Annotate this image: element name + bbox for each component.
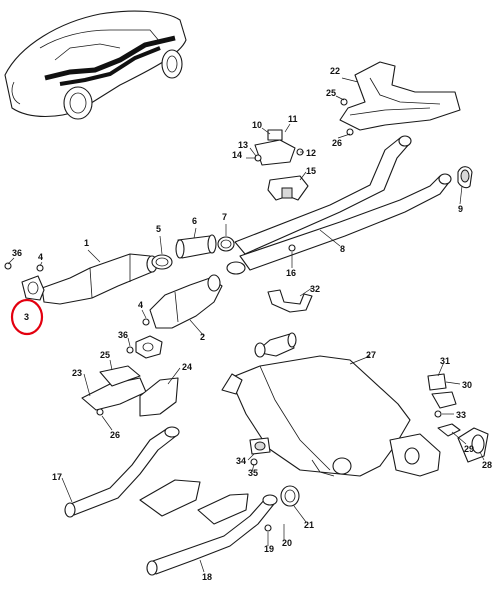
callout-27[interactable]: 27 xyxy=(366,350,376,360)
car-thumbnail xyxy=(4,10,187,120)
callout-20[interactable]: 20 xyxy=(282,538,292,548)
callout-21[interactable]: 21 xyxy=(304,520,314,530)
callout-29[interactable]: 29 xyxy=(464,444,474,454)
tailpipe-18 xyxy=(139,479,278,576)
callout-labels: 36 4 1 3 5 6 7 4 36 2 8 9 10 11 12 13 14… xyxy=(12,66,492,582)
bracket-assembly-10-14 xyxy=(254,129,304,166)
callout-36-upper[interactable]: 36 xyxy=(12,248,22,258)
callout-6[interactable]: 6 xyxy=(192,216,197,226)
callout-9[interactable]: 9 xyxy=(458,204,463,214)
callout-26-lower[interactable]: 26 xyxy=(110,430,120,440)
pipe-6 xyxy=(175,234,217,259)
callout-14[interactable]: 14 xyxy=(232,150,242,160)
callout-25-lower[interactable]: 25 xyxy=(100,350,110,360)
callout-2[interactable]: 2 xyxy=(200,332,205,342)
tail-trims-28-29 xyxy=(437,423,489,463)
callout-8[interactable]: 8 xyxy=(340,244,345,254)
callout-3[interactable]: 3 xyxy=(24,312,29,322)
bracket-32 xyxy=(267,289,313,313)
callout-16[interactable]: 16 xyxy=(286,268,296,278)
mount-bracket-15 xyxy=(267,175,309,201)
tailpipe-17 xyxy=(64,426,180,518)
callout-1[interactable]: 1 xyxy=(84,238,89,248)
rubber-mount-34 xyxy=(249,437,271,455)
heat-shields-23-24-25 xyxy=(81,365,179,417)
callout-36-lower[interactable]: 36 xyxy=(118,330,128,340)
callout-4-lower[interactable]: 4 xyxy=(138,300,143,310)
callout-18[interactable]: 18 xyxy=(202,572,212,582)
callout-12[interactable]: 12 xyxy=(306,148,316,158)
highlight-circle xyxy=(10,298,44,336)
callout-19[interactable]: 19 xyxy=(264,544,274,554)
callout-4-upper[interactable]: 4 xyxy=(38,252,43,262)
callout-15[interactable]: 15 xyxy=(306,166,316,176)
callout-34[interactable]: 34 xyxy=(236,456,246,466)
callout-32[interactable]: 32 xyxy=(310,284,320,294)
fasteners xyxy=(4,98,442,532)
callout-35[interactable]: 35 xyxy=(248,468,258,478)
rear-silencer-27 xyxy=(221,332,441,477)
callout-26-upper[interactable]: 26 xyxy=(332,138,342,148)
callout-10[interactable]: 10 xyxy=(252,120,262,130)
callout-24[interactable]: 24 xyxy=(182,362,192,372)
callout-25-upper[interactable]: 25 xyxy=(326,88,336,98)
clamp-9 xyxy=(457,166,473,189)
callout-5[interactable]: 5 xyxy=(156,224,161,234)
callout-11[interactable]: 11 xyxy=(288,114,298,124)
rear-catalyst-2 xyxy=(135,274,223,359)
clamp-7 xyxy=(217,236,246,275)
callout-30[interactable]: 30 xyxy=(462,380,472,390)
callout-22[interactable]: 22 xyxy=(330,66,340,76)
callout-31[interactable]: 31 xyxy=(440,356,450,366)
bracket-30-31 xyxy=(427,373,457,409)
callout-28[interactable]: 28 xyxy=(482,460,492,470)
callout-33[interactable]: 33 xyxy=(456,410,466,420)
seal-ring-21 xyxy=(280,485,300,507)
flex-pipe-5 xyxy=(151,254,173,270)
callout-7[interactable]: 7 xyxy=(222,212,227,222)
callout-13[interactable]: 13 xyxy=(238,140,248,150)
rear-heat-shield xyxy=(339,61,461,131)
leader-lines xyxy=(7,77,485,573)
callout-23[interactable]: 23 xyxy=(72,368,82,378)
callout-17[interactable]: 17 xyxy=(52,472,62,482)
